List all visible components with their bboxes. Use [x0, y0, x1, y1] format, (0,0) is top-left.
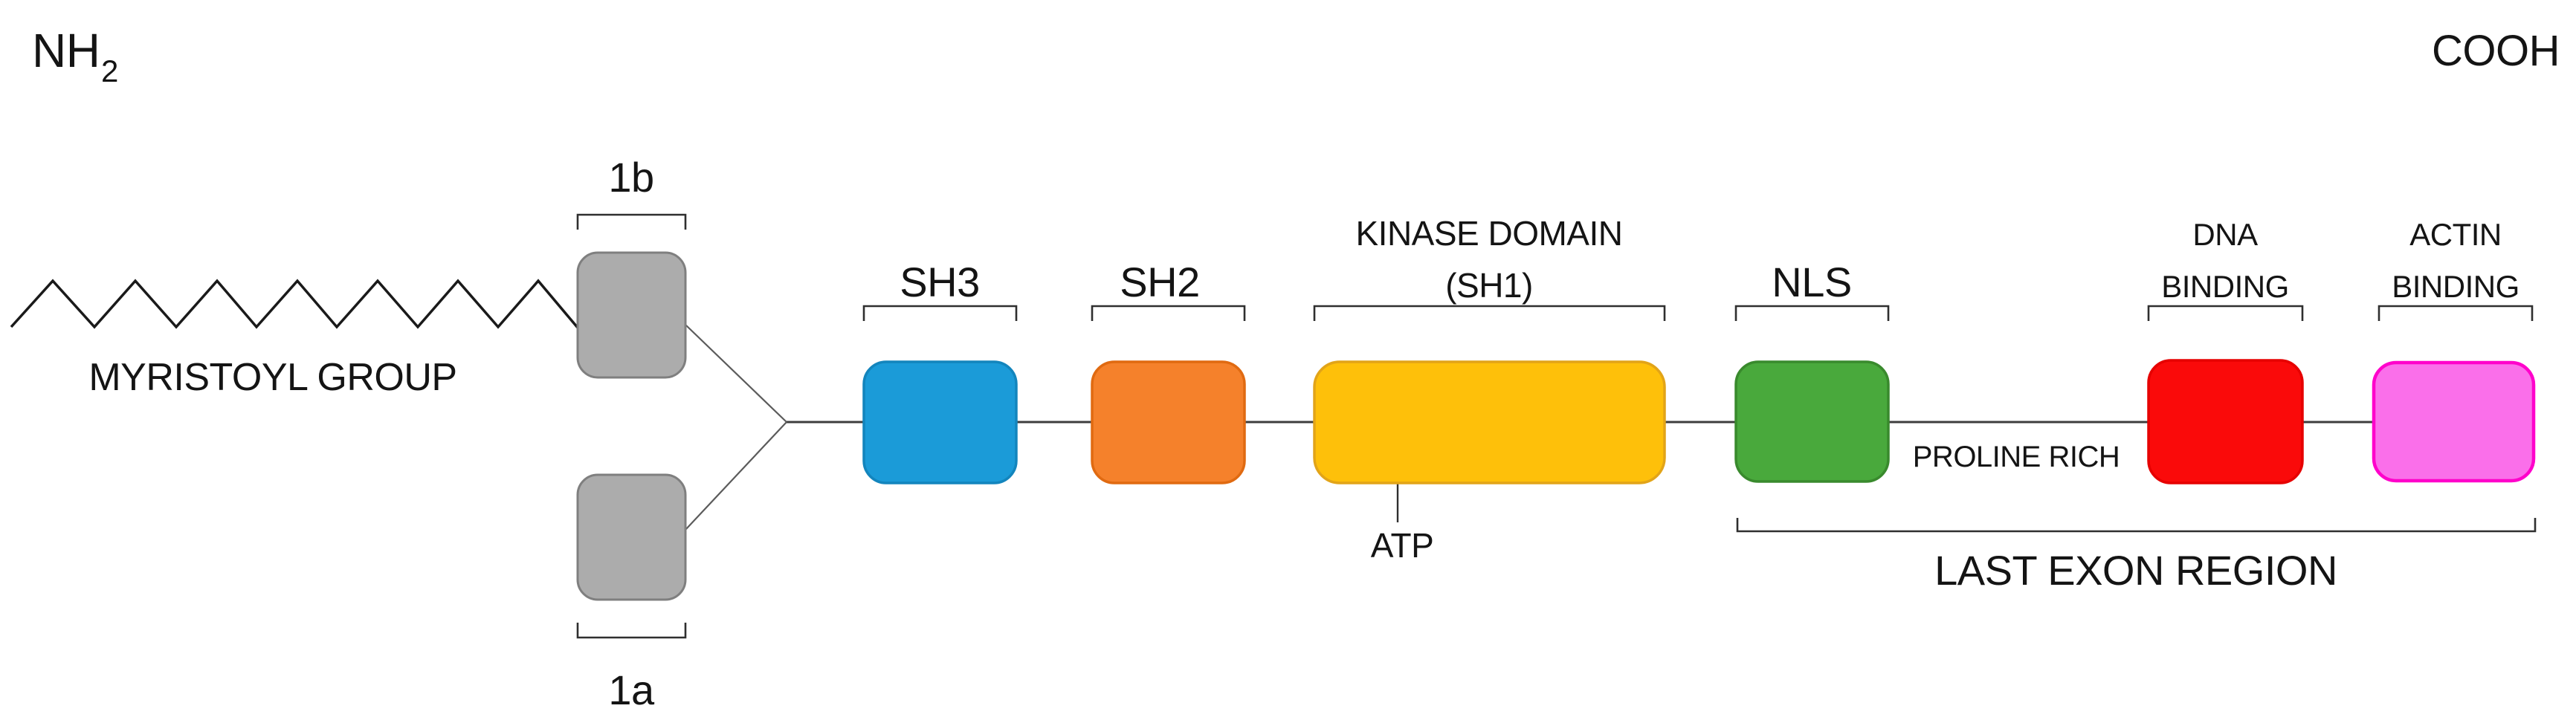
bracket-sh2 — [1091, 305, 1246, 321]
actin-binding-label-line1: ACTIN — [2409, 217, 2502, 252]
actin-binding-label-line2: BINDING — [2392, 269, 2519, 304]
dna-binding-domain-box — [2147, 359, 2304, 484]
sh3-domain-label: SH3 — [900, 259, 979, 305]
actin-binding-domain-box — [2372, 360, 2536, 483]
exon-1a-label: 1a — [608, 667, 655, 713]
nls-domain-label: NLS — [1772, 259, 1851, 305]
cooh-terminus-label: COOH — [2432, 27, 2560, 75]
bracket-dna-binding — [2147, 305, 2304, 321]
bracket-nls — [1734, 305, 1890, 321]
proline-rich-label: PROLINE RICH — [1913, 441, 2120, 473]
myristoyl-zigzag — [10, 279, 579, 329]
bracket-actin-binding — [2378, 305, 2534, 321]
nh2-terminus-subscript: 2 — [101, 53, 118, 88]
sh2-domain-label: SH2 — [1120, 259, 1199, 305]
nls-domain-box — [1734, 360, 1890, 483]
bracket-kinase — [1313, 305, 1666, 321]
exon-1b-label: 1b — [608, 154, 653, 201]
dna-binding-label-line1: DNA — [2192, 217, 2258, 252]
kinase-domain-label-line2: (SH1) — [1445, 266, 1533, 305]
fork-line-1b — [685, 324, 787, 423]
exon-1b-box — [576, 251, 687, 379]
exon-1a-box — [576, 473, 687, 601]
bracket-last-exon-region — [1736, 518, 2537, 533]
bracket-sh3 — [862, 305, 1018, 321]
nh2-terminus-label: NH — [32, 24, 100, 77]
atp-label: ATP — [1371, 526, 1434, 565]
myristoyl-group-label: MYRISTOYL GROUP — [88, 356, 456, 399]
sh3-domain-box — [862, 360, 1018, 484]
bracket-1b — [576, 213, 687, 230]
kinase-domain-label-line1: KINASE DOMAIN — [1355, 214, 1622, 253]
fork-line-1a — [685, 421, 787, 531]
dna-binding-label-line2: BINDING — [2161, 269, 2289, 304]
last-exon-region-label: LAST EXON REGION — [1934, 547, 2337, 594]
sh2-domain-box — [1091, 360, 1246, 484]
bracket-1a — [576, 623, 687, 639]
kinase-domain-box — [1313, 360, 1666, 484]
